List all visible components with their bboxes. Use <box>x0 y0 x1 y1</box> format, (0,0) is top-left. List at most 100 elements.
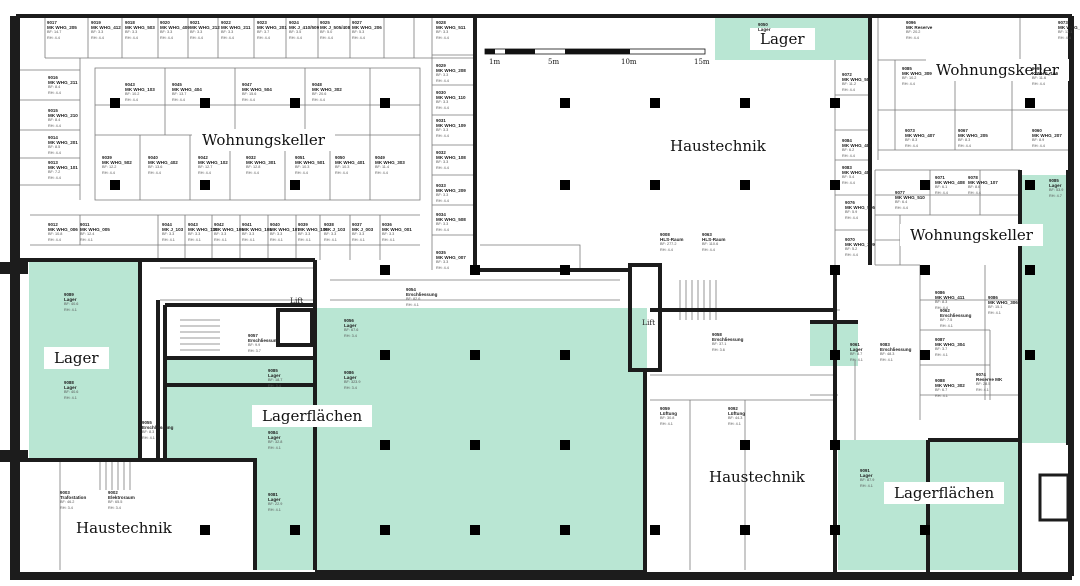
room-number: 9023 <box>257 20 267 25</box>
room-area: BF: 3.3 <box>436 222 449 227</box>
room-number: 9078 <box>968 175 978 180</box>
room-area: BF: 3.3 <box>324 232 337 237</box>
pillar <box>830 180 840 190</box>
room-area: BF: 7.5 <box>940 318 953 323</box>
room-number: 9049 <box>375 155 385 160</box>
room-name: MK WHG_212 <box>190 25 220 31</box>
room-number: 9060 <box>1032 128 1042 133</box>
pillar <box>470 265 480 275</box>
room-area: BF: 6.2 <box>842 148 855 153</box>
room-area: BF: 37.1 <box>712 342 727 347</box>
pillar <box>650 525 660 535</box>
room-height: RH: 4.1 <box>64 307 77 312</box>
room-height: RH: 4.4 <box>198 170 211 175</box>
room-name: Lager <box>64 297 77 303</box>
room-area: BF: 3.3 <box>436 73 449 78</box>
pillars <box>110 98 1035 535</box>
room-name: MK WHG_402 <box>148 160 178 166</box>
room-height: RH: 3.6 <box>712 347 725 352</box>
room-height: RH: 4.4 <box>102 170 115 175</box>
room-number: 9073 <box>905 128 915 133</box>
room-name: MK WHG_306 <box>988 300 1018 306</box>
room-number: 9021 <box>190 20 200 25</box>
room-number: 9085 <box>1049 178 1059 183</box>
room-name: Lager <box>1049 183 1062 189</box>
room-number: 9039 <box>102 155 112 160</box>
room-height: RH: 4.4 <box>958 143 971 148</box>
room-name: MK WHG_209 <box>436 188 466 194</box>
room-number: 9032 <box>246 155 256 160</box>
room-area: BF: 9.9 <box>248 343 261 348</box>
room-number: 9025 <box>320 20 330 25</box>
room-area: BF: 3.7 <box>935 347 948 352</box>
room-name: Lüftung <box>660 411 678 417</box>
room-number: 9073 <box>1058 20 1068 25</box>
room-area: BF: 3.3 <box>382 232 395 237</box>
room-area: BF: 3.3 <box>125 30 138 35</box>
room-number: 9028 <box>436 20 446 25</box>
room-number: 9024 <box>289 20 299 25</box>
room-number: 9089 <box>64 292 74 297</box>
room-area: BF: 65.5 <box>108 500 123 505</box>
room-area: BF: 20.2 <box>906 30 921 35</box>
room-height: RH: 4.1 <box>940 323 953 328</box>
room-name: MK WHG_506 <box>845 205 875 211</box>
room-number: 9056 <box>344 318 354 323</box>
light-well <box>1038 473 1070 522</box>
pillar <box>470 350 480 360</box>
room-height: RH: 4.4 <box>91 35 104 40</box>
room-name: MK WHG_404 <box>172 87 202 93</box>
room-area: BF: 8.7 <box>850 352 863 357</box>
room-area: BF: 6.1 <box>935 185 948 190</box>
room-number: 9072 <box>842 72 852 77</box>
room-area: BF: 3.3 <box>298 232 311 237</box>
pillar <box>830 440 840 450</box>
room-height: RH: 4.4 <box>702 247 715 252</box>
room-area: BF: 5.9 <box>845 210 858 215</box>
room-name: MK Reserve <box>906 25 933 31</box>
room-height: RH: 4.1 <box>162 237 175 242</box>
room-name: MK WHG_106 <box>298 227 328 233</box>
room-number: 9016 <box>48 75 58 80</box>
room-number: 9043 <box>125 82 135 87</box>
room-height: RH: 4.4 <box>295 170 308 175</box>
storage-zone <box>1020 175 1068 443</box>
zone-label-wohnungskeller-left: Wohnungskeller <box>192 129 335 151</box>
room-name: MK WHG_501 <box>295 160 325 166</box>
room-name: Trafostation <box>60 495 87 501</box>
scale-label-5m: 5m <box>548 58 560 66</box>
room-area: BF: 5.3 <box>352 30 365 35</box>
room-area: BF: 6.7 <box>935 388 948 393</box>
room-number: 9043 <box>188 222 198 227</box>
room-name: MK WHG_005 <box>80 227 110 233</box>
room-height: RH: 4.4 <box>172 97 185 102</box>
room-area: BF: 15.1 <box>988 305 1003 310</box>
room-name: MK WHG_511 <box>436 25 466 31</box>
room-area: BF: 12.8 <box>246 165 261 170</box>
room-name: MK WHG_412 <box>91 25 121 31</box>
pillar <box>830 265 840 275</box>
room-height: RH: 4.1 <box>268 507 281 512</box>
room-height: RH: 4.1 <box>382 237 395 242</box>
room-height: RH: 4.1 <box>850 357 863 362</box>
room-number: 9088 <box>64 380 74 385</box>
